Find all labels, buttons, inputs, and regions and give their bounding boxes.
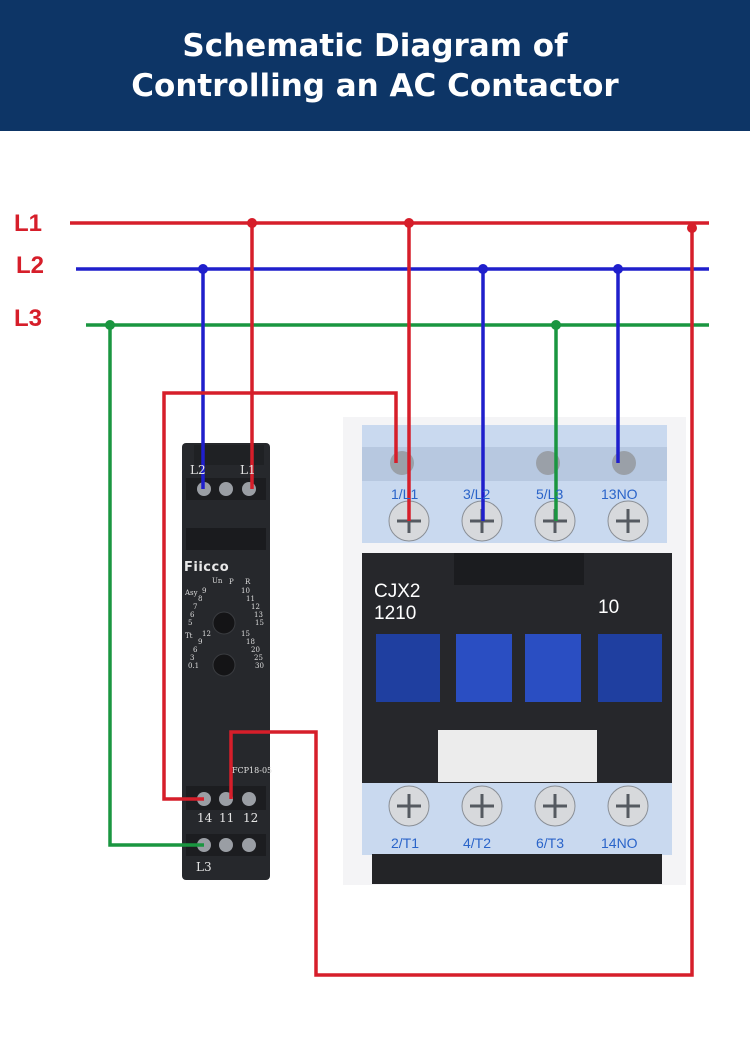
contactor-bottom-label: 2/T1 xyxy=(391,835,420,851)
contactor-bottom-label: 4/T2 xyxy=(463,835,492,851)
relay-model-number: FCP18-05 xyxy=(232,766,273,775)
contactor-top-label: 13NO xyxy=(601,486,638,502)
relay-scale-value: 11 xyxy=(246,595,255,603)
relay-scale-value: 8 xyxy=(198,595,203,603)
wire-relay-14 xyxy=(162,391,398,801)
junction-dot xyxy=(478,264,488,274)
header-banner: Schematic Diagram of Controlling an AC C… xyxy=(0,0,750,131)
junction-dot xyxy=(247,218,257,228)
relay-scale-value: 18 xyxy=(246,638,255,646)
junction-dot xyxy=(613,264,623,274)
relay-scale-value: 5 xyxy=(188,619,193,627)
title-line-1: Schematic Diagram of xyxy=(182,27,568,64)
relay-scale-value: 3 xyxy=(190,654,195,662)
wire-control-loop xyxy=(229,223,694,977)
line-label-l2: L2 xyxy=(16,252,45,279)
relay-l3-terminal-label: L3 xyxy=(196,860,212,874)
line-label-l3: L3 xyxy=(14,305,43,332)
contactor-top-label: 3/L2 xyxy=(463,486,491,502)
contactor-button xyxy=(598,634,662,702)
relay-bottom-terminal-label: 12 xyxy=(243,811,259,825)
contactor-button xyxy=(456,634,512,702)
contactor-top-label: 1/L1 xyxy=(391,486,419,502)
junction-dot xyxy=(198,264,208,274)
contactor-button xyxy=(525,634,581,702)
junctions xyxy=(105,218,697,330)
relay-dial-knob xyxy=(212,611,236,635)
relay-scale-value: 9 xyxy=(198,638,203,646)
relay-scale-value: 7 xyxy=(193,603,198,611)
contactor-model-line-1: CJX2 xyxy=(374,581,421,602)
relay-scale-value: 10 xyxy=(241,587,250,595)
relay-scale-value: 9 xyxy=(202,587,207,595)
relay-scale-value: 20 xyxy=(251,646,260,654)
relay-dial-knob xyxy=(212,653,236,677)
contactor-button xyxy=(376,634,440,702)
junction-dot xyxy=(404,218,414,228)
relay-scale-value: 15 xyxy=(255,619,264,627)
relay-mark-tt: Tt xyxy=(185,632,193,640)
relay-scale-value: 25 xyxy=(254,654,263,662)
relay-terminal-screw xyxy=(219,482,233,496)
relay-scale-value: 13 xyxy=(254,611,263,619)
relay-scale-value: 12 xyxy=(251,603,260,611)
relay-top-terminal-label: L2 xyxy=(190,463,206,477)
relay-window xyxy=(186,528,266,550)
junction-dot xyxy=(105,320,115,330)
relay-scale-value: 6 xyxy=(190,611,195,619)
relay-scale-value: 15 xyxy=(241,630,250,638)
relay-brand-logo: Fiicco xyxy=(184,560,230,575)
contactor-screw xyxy=(536,451,560,475)
wire-relay-l3 xyxy=(108,325,204,847)
relay-terminal-screw xyxy=(242,838,256,852)
relay-bottom-terminal-label: 14 xyxy=(197,811,213,825)
contactor-slider xyxy=(438,730,597,782)
contactor-screw xyxy=(612,451,636,475)
relay-terminal-screw xyxy=(242,792,256,806)
junction-dot xyxy=(551,320,561,330)
ac-contactor xyxy=(343,417,686,885)
relay-scale-value: 12 xyxy=(202,630,211,638)
wires xyxy=(70,221,709,977)
contactor-bottom-label: 14NO xyxy=(601,835,638,851)
relay-scale-value: 30 xyxy=(255,662,264,670)
title-line-2: Controlling an AC Contactor xyxy=(131,67,619,104)
line-label-l1: L1 xyxy=(14,210,43,237)
relay-mark-asy: Asy xyxy=(185,589,198,597)
contactor-top-label: 5/L3 xyxy=(536,486,564,502)
relay-top-terminal-label: L1 xyxy=(240,463,256,477)
contactor-aux-value: 10 xyxy=(598,597,620,618)
junction-dot xyxy=(687,223,697,233)
relay-mark-r: R xyxy=(245,578,251,586)
relay-terminal-screw xyxy=(242,482,256,496)
contactor-bottom-label: 6/T3 xyxy=(536,835,565,851)
contactor-model-line-2: 1210 xyxy=(374,603,417,624)
relay-bottom-terminal-label: 11 xyxy=(219,811,235,825)
relay-terminal-screw xyxy=(219,838,233,852)
relay-scale-value: 6 xyxy=(193,646,198,654)
relay-scale-value: 0.1 xyxy=(188,662,200,670)
relay-mark-p: P xyxy=(229,578,234,586)
relay-mark-un: Un xyxy=(212,577,223,585)
